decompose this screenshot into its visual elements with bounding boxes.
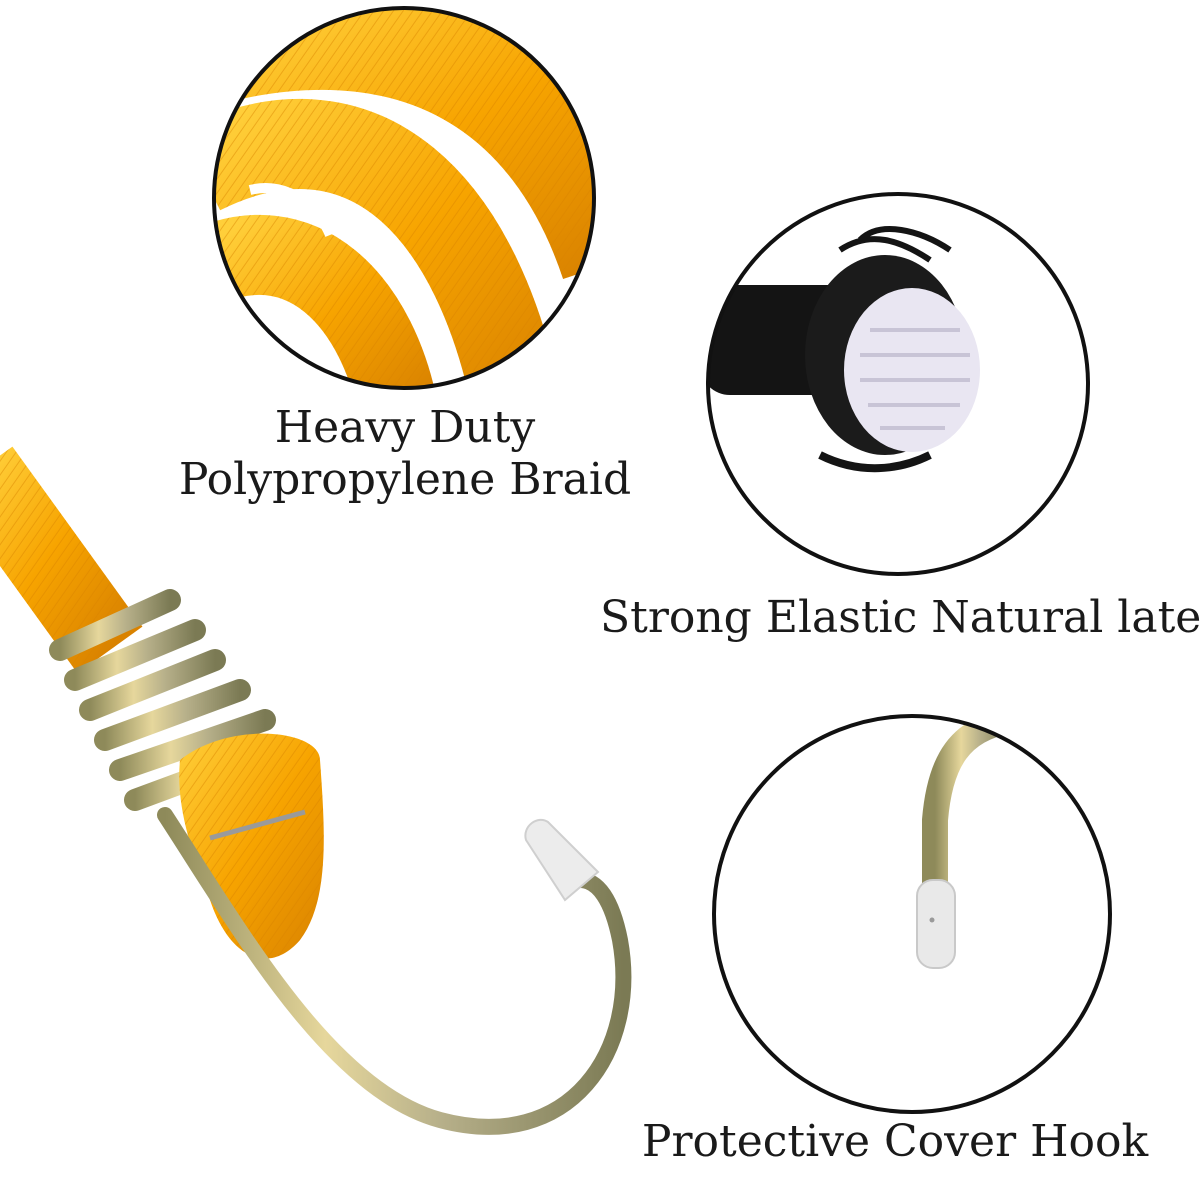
braid-detail-circle — [212, 6, 596, 390]
latex-caption: Strong Elastic Natural latex — [600, 592, 1200, 643]
braid-caption-line-1: Heavy Duty — [274, 402, 536, 453]
main-bungee-hook — [0, 446, 632, 1135]
latex-detail-circle — [706, 192, 1090, 576]
braid-caption: Heavy Duty Polypropylene Braid — [170, 402, 640, 506]
hook-detail-circle — [712, 714, 1112, 1114]
braid-caption-line-2: Polypropylene Braid — [178, 453, 632, 505]
hook-caption: Protective Cover Hook — [641, 1116, 1149, 1167]
